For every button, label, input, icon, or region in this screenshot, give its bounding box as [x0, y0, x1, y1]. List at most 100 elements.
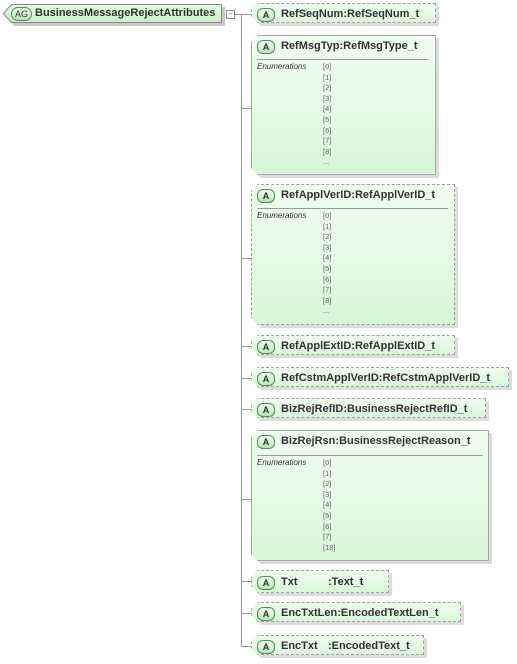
enumeration-value: [0] [323, 62, 332, 71]
attribute-name: BizRejRsn [281, 435, 336, 447]
tree-connector-branch [241, 646, 251, 647]
node-frame [251, 635, 424, 655]
attribute-node-bizrejrsn[interactable]: A BizRejRsn : BusinessRejectReason_t Enu… [251, 430, 489, 561]
attribute-separator: : [328, 640, 332, 652]
enumeration-value: [8] [323, 295, 332, 305]
node-frame [251, 430, 489, 561]
attribute-label: RefApplVerID : RefApplVerID_t [281, 189, 435, 201]
enumeration-list: [0][1][2][3][4][5][6][7][18] [323, 458, 336, 553]
root-node-box [3, 4, 222, 23]
attribute-node-refcstmapplverid[interactable]: A RefCstmApplVerID : RefCstmApplVerID_t [251, 367, 509, 387]
attribute-type: RefMsgType_t [343, 40, 418, 52]
tree-connector-branch [241, 14, 251, 15]
node-box [251, 602, 461, 622]
enumeration-value: [2] [323, 479, 332, 489]
enumeration-value: [2] [323, 232, 332, 242]
enumeration-value: [2] [323, 83, 332, 93]
attribute-icon: A [257, 189, 275, 203]
enumeration-value: ... [323, 306, 330, 316]
enumeration-divider [257, 455, 483, 456]
enumerations-heading: Enumerations [257, 62, 307, 71]
enumeration-divider [257, 59, 429, 60]
enumeration-value: [7] [323, 285, 332, 295]
enumeration-value: [5] [323, 114, 332, 124]
attribute-node-enctxt[interactable]: A EncTxt : EncodedText_t [251, 635, 424, 655]
attribute-name: RefApplVerID [281, 189, 352, 201]
attribute-name: BizRejRefID [281, 403, 344, 415]
node-frame [251, 398, 486, 418]
attribute-name: EncTxtLen [281, 607, 338, 619]
attribute-icon: A [257, 372, 275, 386]
attribute-icon: A [257, 576, 275, 590]
attribute-type: BusinessRejectRefID_t [347, 403, 468, 415]
attribute-label: Txt : Text_t [281, 576, 363, 588]
attribute-label: RefApplExtID : RefApplExtID_t [281, 340, 435, 352]
attribute-label: BizRejRefID : BusinessRejectRefID_t [281, 403, 467, 415]
tree-connector-branch [241, 613, 251, 614]
node-box [251, 430, 489, 561]
attribute-separator: : [343, 8, 348, 20]
attribute-label: RefSeqNum : RefSeqNum_t [281, 8, 419, 20]
attribute-label: EncTxtLen : EncodedTextLen_t [281, 607, 439, 619]
attribute-type: BusinessRejectReason_t [339, 435, 471, 447]
attribute-separator: : [378, 372, 383, 384]
attribute-label: RefCstmApplVerID : RefCstmApplVerID_t [281, 372, 490, 384]
attribute-label: EncTxt : EncodedText_t [281, 640, 410, 652]
enumeration-value: [18] [323, 542, 336, 552]
attribute-name: RefSeqNum [281, 8, 344, 20]
attribute-label: RefMsgTyp : RefMsgType_t [281, 40, 418, 52]
node-box [251, 3, 436, 23]
node-frame [251, 570, 389, 593]
attribute-node-txt[interactable]: A Txt : Text_t [251, 570, 389, 593]
attribute-node-refapplextid[interactable]: A RefApplExtID : RefApplExtID_t [251, 335, 455, 355]
attribute-name: EncTxt [281, 640, 318, 652]
root-node-border [3, 4, 222, 23]
attribute-separator: : [351, 189, 355, 201]
enumeration-value: [3] [323, 489, 332, 499]
attribute-icon: A [257, 435, 275, 449]
tree-connector-branch [241, 581, 251, 582]
attribute-icon: A [257, 40, 275, 54]
node-box [251, 367, 509, 387]
attribute-type: RefApplVerID_t [354, 189, 436, 201]
node-box [251, 335, 455, 355]
enumeration-value: [0] [323, 458, 332, 467]
enumeration-value: [1] [323, 468, 332, 478]
attribute-icon: A [257, 640, 275, 654]
attribute-node-enctxtlen[interactable]: A EncTxtLen : EncodedTextLen_t [251, 602, 461, 622]
enumeration-value: [4] [323, 253, 332, 263]
enumerations-heading: Enumerations [257, 458, 307, 467]
node-frame [251, 3, 436, 23]
attribute-node-refapplverid[interactable]: A RefApplVerID : RefApplVerID_t Enumerat… [251, 184, 455, 325]
attribute-separator: : [328, 576, 332, 588]
attribute-name: RefMsgTyp [281, 40, 340, 52]
enumeration-value: [7] [323, 136, 332, 146]
enumeration-list: [0][1][2][3][4][5][6][7][8]... [323, 211, 331, 317]
node-frame [251, 602, 461, 622]
attribute-node-refmsgtyp[interactable]: A RefMsgTyp : RefMsgType_t Enumerations … [251, 35, 436, 175]
tree-connector-branch [241, 378, 251, 379]
attribute-group-node[interactable]: AG BusinessMessageRejectAttributes [3, 4, 225, 26]
enumerations-heading: Enumerations [257, 211, 307, 220]
enumeration-value: [6] [323, 274, 332, 284]
attribute-separator: : [337, 607, 341, 619]
attribute-separator: : [339, 40, 344, 52]
tree-connector-branch [241, 258, 251, 259]
enumeration-value: [4] [323, 500, 332, 510]
enumeration-value: [8] [323, 146, 332, 156]
attribute-type: Text_t [331, 576, 364, 588]
attribute-icon: A [257, 8, 275, 22]
attribute-separator: : [335, 435, 340, 447]
attribute-icon: A [257, 403, 275, 417]
attribute-name: RefCstmApplVerID [281, 372, 379, 384]
attribute-node-refseqnum[interactable]: A RefSeqNum : RefSeqNum_t [251, 3, 436, 23]
enumeration-value: ... [323, 157, 330, 167]
collapse-toggle-icon[interactable]: − [226, 10, 235, 19]
attribute-node-bizrejrefid[interactable]: A BizRejRefID : BusinessRejectRefID_t [251, 398, 486, 418]
enumeration-value: [4] [323, 104, 332, 114]
attribute-label: BizRejRsn : BusinessRejectReason_t [281, 435, 471, 447]
node-frame [251, 367, 509, 387]
enumeration-value: [0] [323, 211, 332, 220]
node-box [251, 184, 455, 325]
attribute-name: Txt [281, 576, 298, 588]
